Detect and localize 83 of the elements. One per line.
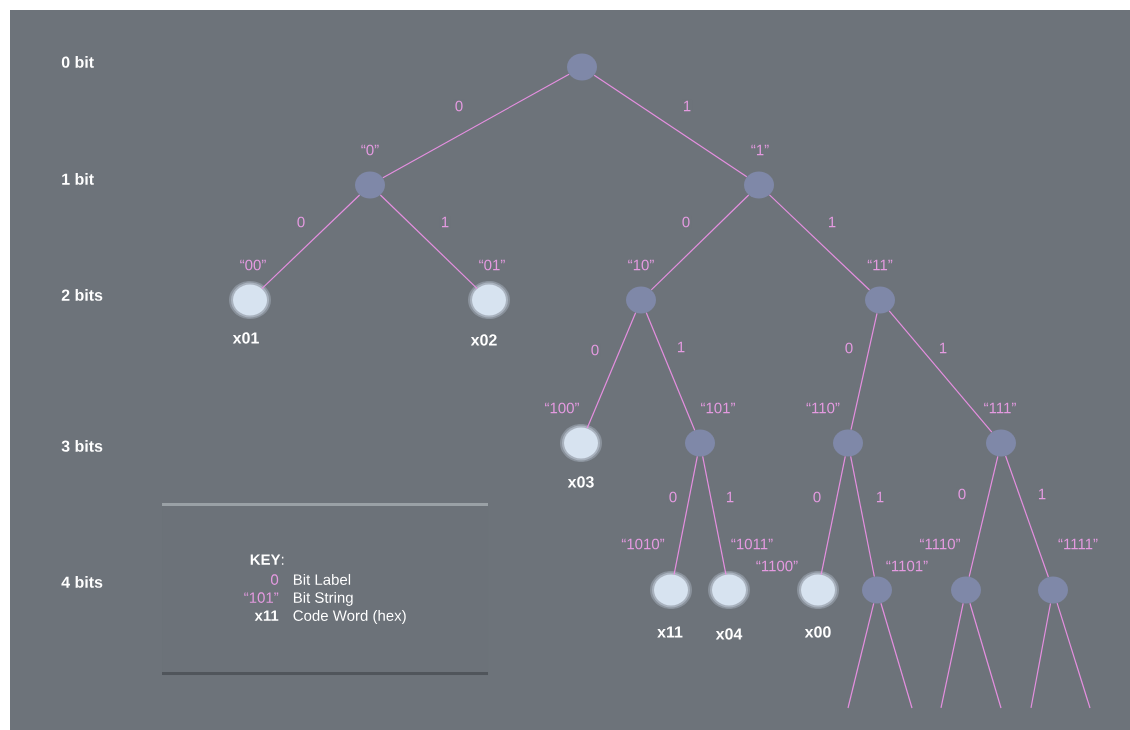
branch-line xyxy=(940,602,964,709)
leaf-node xyxy=(797,571,839,609)
bit-string: “101” xyxy=(701,402,735,414)
bit-string: “1011” xyxy=(731,538,773,550)
branch-line xyxy=(1005,455,1049,578)
bit-string: “00” xyxy=(240,259,266,271)
bit-string: “111” xyxy=(984,402,1016,414)
tree-node xyxy=(355,171,385,199)
bit-string: “1010” xyxy=(621,538,665,550)
bit-string: “10” xyxy=(628,259,654,271)
branch-line xyxy=(382,73,570,179)
leaf-node xyxy=(708,571,750,609)
branch-line xyxy=(968,455,999,578)
bit-label: 0 xyxy=(680,215,692,229)
bit-label: 1 xyxy=(439,215,451,229)
level-label: 1 bit xyxy=(62,173,94,185)
leaf-node xyxy=(560,424,602,462)
bit-label: 1 xyxy=(1036,487,1048,501)
branch-line xyxy=(1030,602,1052,709)
branch-line xyxy=(702,455,727,576)
tree-node xyxy=(1038,576,1068,604)
level-label: 0 bit xyxy=(61,56,94,68)
code-word: x04 xyxy=(715,628,743,640)
branch-line xyxy=(586,312,637,429)
leaf-node xyxy=(229,281,271,319)
level-label: 4 bits xyxy=(61,576,103,588)
branch-line xyxy=(820,455,846,576)
code-word: x02 xyxy=(470,334,497,346)
bit-label: 1 xyxy=(874,490,886,504)
branch-line xyxy=(379,194,478,290)
branch-line xyxy=(650,194,750,291)
bit-string: “100” xyxy=(545,402,579,414)
tree-node xyxy=(986,429,1016,457)
branch-line xyxy=(880,602,913,709)
bit-string: “1100” xyxy=(756,560,798,572)
bit-label: 1 xyxy=(681,99,693,113)
tree-node xyxy=(744,171,774,199)
branch-line xyxy=(850,455,875,578)
code-word: x11 xyxy=(657,626,683,638)
bit-label: 0 xyxy=(811,490,823,504)
bit-label: 1 xyxy=(937,341,949,355)
tree-node xyxy=(685,429,715,457)
bit-string: “11” xyxy=(867,259,893,271)
bit-label: 0 xyxy=(453,99,465,113)
branch-line xyxy=(593,74,748,178)
branch-line xyxy=(969,602,1002,709)
bit-string: “1111” xyxy=(1058,538,1098,550)
branch-line xyxy=(768,194,871,291)
tree-node xyxy=(862,576,892,604)
bit-label: 0 xyxy=(295,215,307,229)
bit-label: 1 xyxy=(826,215,838,229)
bit-label: 0 xyxy=(667,490,679,504)
code-word: x01 xyxy=(232,332,259,344)
tree-node xyxy=(626,286,656,314)
bit-string: “1101” xyxy=(886,560,928,572)
bit-string: “0” xyxy=(361,144,379,156)
branch-line xyxy=(888,310,993,433)
bit-string: “1” xyxy=(751,144,769,156)
branch-line xyxy=(261,194,361,290)
bit-string: “110” xyxy=(806,402,840,414)
key-box: KEY: 0 Bit Label “101” Bit String x11 Code Word (hex) xyxy=(162,503,489,676)
branch-line xyxy=(1056,602,1091,709)
branch-line xyxy=(645,312,696,431)
bit-string: “01” xyxy=(479,259,505,271)
code-word: x00 xyxy=(804,626,831,638)
tree-node xyxy=(833,429,863,457)
level-label: 3 bits xyxy=(61,440,103,452)
bit-label: 0 xyxy=(956,487,968,501)
leaf-node xyxy=(468,281,510,319)
tree-node xyxy=(567,53,597,81)
bit-string: “1110” xyxy=(920,538,960,550)
bit-label: 1 xyxy=(724,490,736,504)
bit-label: 0 xyxy=(589,343,601,357)
tree-node xyxy=(951,576,981,604)
branch-line xyxy=(673,455,698,576)
code-word: x03 xyxy=(567,476,594,488)
bit-label: 1 xyxy=(675,340,687,354)
branch-line xyxy=(847,602,875,709)
tree-node xyxy=(865,286,895,314)
leaf-node xyxy=(650,571,692,609)
bit-label: 0 xyxy=(843,341,855,355)
level-label: 2 bits xyxy=(61,289,103,301)
branch-line xyxy=(850,312,878,431)
